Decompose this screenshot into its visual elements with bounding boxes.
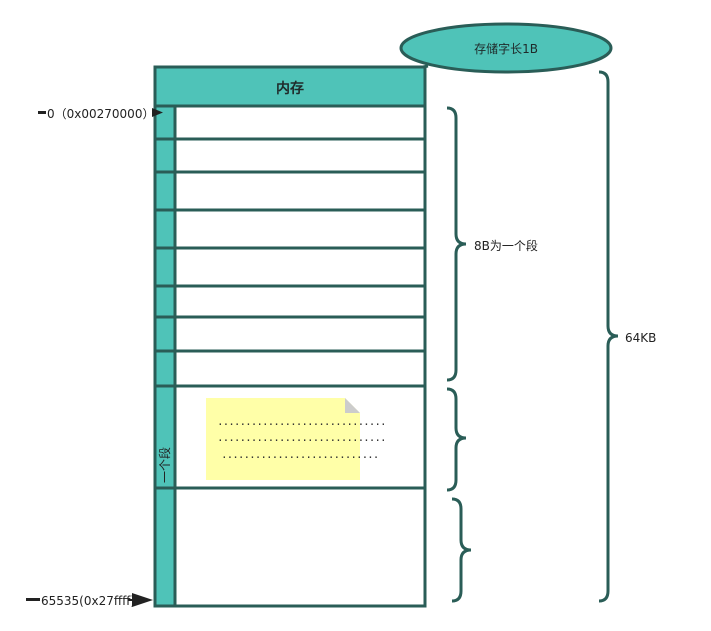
- end-address-tick: [26, 598, 40, 601]
- word-length-label: 存储字长1B: [474, 41, 538, 56]
- note-line: ..............................: [217, 431, 386, 444]
- start-address-tick: [38, 111, 46, 114]
- start-address-arrow-icon: [152, 108, 163, 117]
- memory-body: [153, 104, 427, 608]
- word-length-ellipse: [399, 22, 613, 74]
- segment-brace: [446, 106, 467, 382]
- end-address-label: 65535(0x27ffff): [41, 594, 135, 608]
- segment-brace-2: [446, 387, 467, 492]
- total-size-brace: [598, 70, 619, 603]
- address-column: [153, 104, 177, 608]
- memory-header: [153, 65, 427, 108]
- total-size-label: 64KB: [625, 331, 656, 345]
- start-address-label: 0（0x00270000）: [47, 107, 154, 121]
- segment-size-label: 8B为一个段: [474, 238, 538, 253]
- segment-brace-3: [451, 497, 472, 603]
- sticky-note: [206, 398, 360, 480]
- memory-title: 内存: [276, 80, 304, 97]
- sticky-note-fold: [345, 398, 360, 413]
- one-segment-label: 一个段: [157, 447, 172, 483]
- end-address-arrow-icon: [132, 593, 153, 607]
- note-line: ............................: [221, 448, 378, 461]
- note-line: ..............................: [217, 415, 386, 428]
